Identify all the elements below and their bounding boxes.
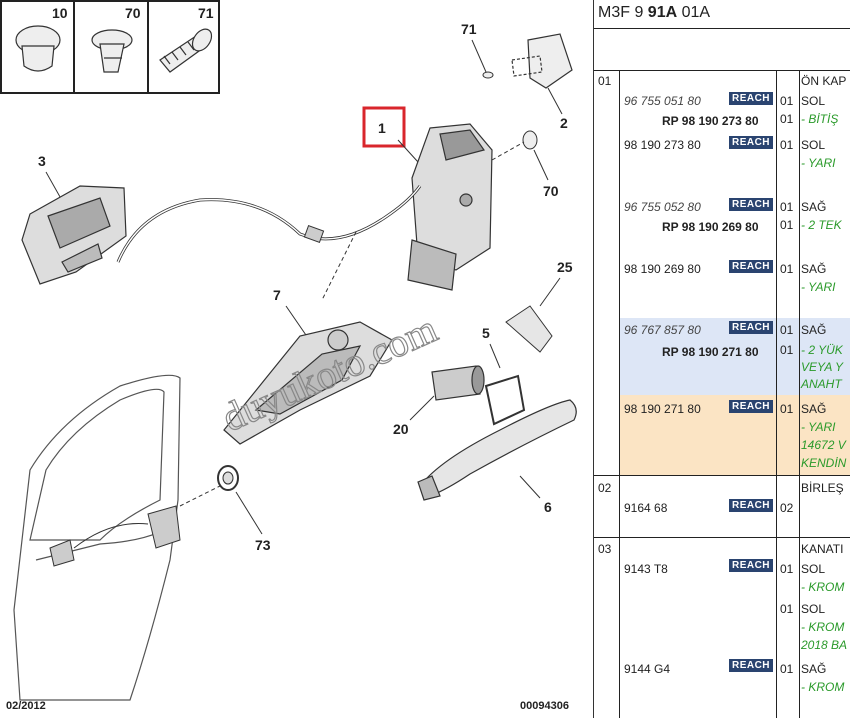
part-qty: 01 [780, 138, 794, 152]
part-qty: 02 [780, 501, 794, 515]
part-qty: 01 [780, 94, 794, 108]
handle-bracket-7 [223, 321, 393, 445]
lock-mechanism-1 [407, 123, 493, 291]
screw-71-drawing [159, 28, 213, 73]
footer-date: 02/2012 [6, 700, 46, 712]
part-note: KENDİN [801, 456, 847, 470]
part-qty: 01 [780, 112, 794, 126]
callout-20: 20 [393, 421, 409, 437]
part-qty: 01 [780, 262, 794, 276]
parts-diagram: 10 70 71 71 2 1 [0, 0, 577, 701]
screw-71 [482, 71, 494, 79]
part-note: - YARI [801, 280, 836, 294]
plug-10-drawing [15, 25, 61, 72]
callout-2: 2 [560, 115, 568, 131]
door-lock-assembly [49, 505, 181, 567]
callout-73: 73 [255, 537, 271, 553]
part-ref[interactable]: 98 190 273 80 [624, 138, 701, 152]
callout-71: 71 [198, 5, 214, 21]
callout-70-main: 70 [543, 183, 559, 199]
part-desc: SAĞ [801, 323, 827, 337]
part-note: 14672 V [801, 438, 846, 452]
washer-70 [522, 130, 538, 150]
part-note: - KROM [801, 580, 845, 594]
part-ref[interactable]: 96 755 051 80 [624, 94, 701, 108]
reach-badge: REACH [729, 559, 773, 572]
callout-5: 5 [482, 325, 490, 341]
part-note: VEYA Y [801, 360, 844, 374]
callout-70: 70 [125, 5, 141, 21]
part-qty: 01 [780, 200, 794, 214]
reach-badge: REACH [729, 92, 773, 105]
part-note: - KROM [801, 620, 845, 634]
reach-badge: REACH [729, 321, 773, 334]
part-qty: 01 [780, 602, 794, 616]
part-note: - BİTİŞ [801, 112, 839, 126]
section-heading-01: ÖN KAP [801, 74, 847, 88]
part-desc: SAĞ [801, 200, 827, 214]
part-qty: 01 [780, 562, 794, 576]
section-heading-03: KANATI [801, 542, 844, 556]
callout-25: 25 [557, 259, 573, 275]
part-note: - YARI [801, 420, 836, 434]
callout-1: 1 [378, 120, 386, 136]
part-desc: SAĞ [801, 662, 827, 676]
parts-list-panel: M3F 9 91A 01A 01 ÖN KAP 02 BİRLEŞ 03 KAN… [593, 0, 850, 718]
part-ref[interactable]: RP 98 190 273 80 [662, 114, 759, 128]
part-desc: SOL [801, 138, 826, 152]
reach-badge: REACH [729, 260, 773, 273]
cap-25 [505, 305, 553, 353]
part-qty: 01 [780, 323, 794, 337]
part-desc: SOL [801, 562, 826, 576]
reach-badge: REACH [729, 499, 773, 512]
reach-badge: REACH [729, 659, 773, 672]
part-ref[interactable]: 96 767 857 80 [624, 323, 701, 337]
part-desc: SOL [801, 602, 826, 616]
footer-code: 00094306 [520, 700, 569, 712]
callout-10: 10 [52, 5, 68, 21]
callout-1-highlight [362, 106, 406, 148]
section-num-02: 02 [598, 481, 612, 495]
part-qty: 01 [780, 218, 794, 232]
part-note: - 2 YÜK [801, 343, 843, 357]
part-ref[interactable]: 9144 G4 [624, 662, 671, 676]
part-desc: SAĞ [801, 262, 827, 276]
part-ref[interactable]: RP 98 190 269 80 [662, 220, 759, 234]
striker-2 [511, 33, 573, 89]
part-note: - YARI [801, 156, 836, 170]
part-ref[interactable]: 98 190 269 80 [624, 262, 701, 276]
part-ref[interactable]: 9143 T8 [624, 562, 668, 576]
pin-70-drawing [91, 29, 133, 73]
lock-cylinder-20 [431, 365, 485, 401]
reach-badge: REACH [729, 198, 773, 211]
part-qty: 01 [780, 662, 794, 676]
callout-7: 7 [273, 287, 281, 303]
section-heading-02: BİRLEŞ [801, 481, 844, 495]
part-ref[interactable]: 98 190 271 80 [624, 402, 701, 416]
part-group-code: M3F 9 91A 01A [598, 4, 711, 21]
callout-6: 6 [544, 499, 552, 515]
part-ref[interactable]: RP 98 190 271 80 [662, 345, 759, 359]
part-qty: 01 [780, 402, 794, 416]
part-ref[interactable]: 96 755 052 80 [624, 200, 701, 214]
reach-badge: REACH [729, 136, 773, 149]
part-desc: SOL [801, 94, 826, 108]
part-desc: SAĞ [801, 402, 827, 416]
reach-badge: REACH [729, 400, 773, 413]
section-num-03: 03 [598, 542, 612, 556]
part-note: - 2 TEK [801, 218, 842, 232]
inner-handle-3 [21, 185, 127, 285]
fastener-inset: 10 70 71 [0, 0, 220, 94]
callout-71-main: 71 [461, 21, 477, 37]
gasket-5 [484, 374, 526, 426]
part-ref[interactable]: 9164 68 [624, 501, 668, 515]
part-note: 2018 BA [801, 638, 848, 652]
watermark: duyukoto.com [215, 306, 443, 441]
section-num-01: 01 [598, 74, 612, 88]
part-note: ANAHT [801, 377, 842, 391]
outer-handle-6 [417, 399, 577, 501]
callout-3: 3 [38, 153, 46, 169]
part-note: - KROM [801, 680, 845, 694]
part-qty: 01 [780, 343, 794, 357]
